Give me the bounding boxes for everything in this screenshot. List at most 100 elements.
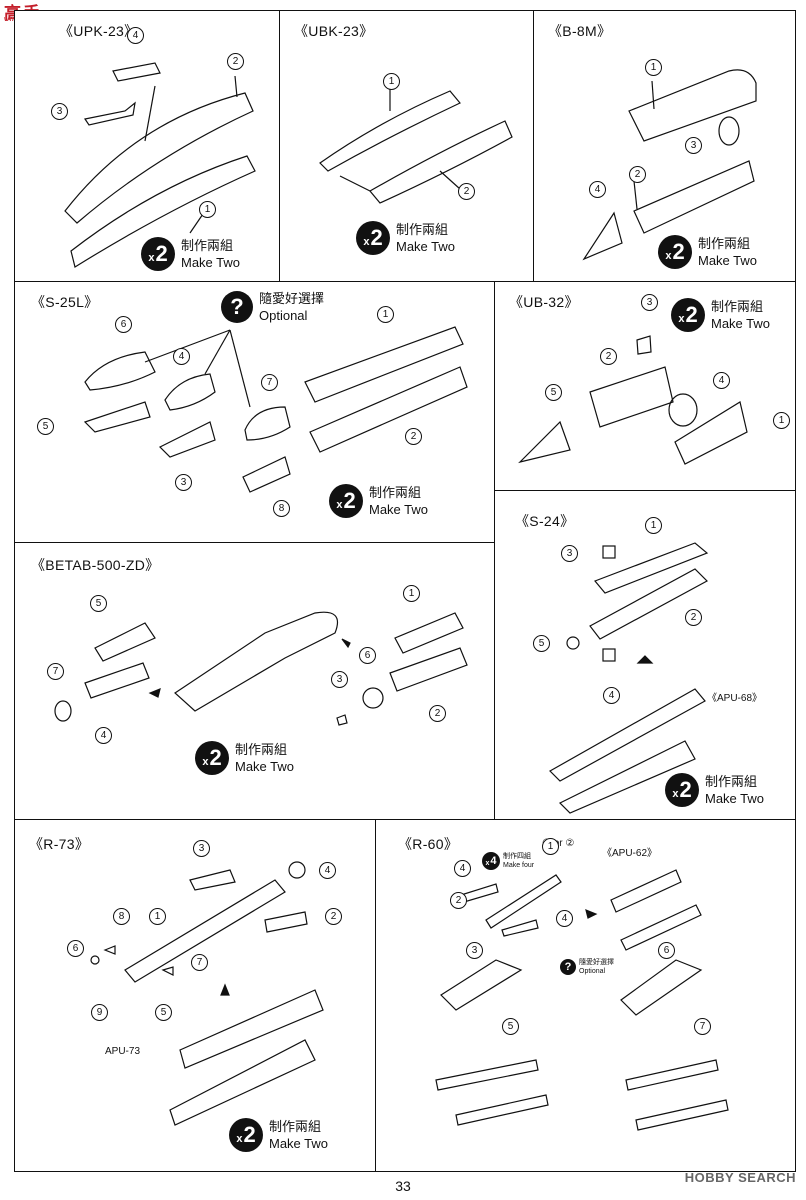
make-two-en: Make Two (235, 759, 295, 774)
callout-4a: 4 (454, 860, 471, 877)
s-25l-drawing (83, 326, 468, 493)
callout-6: 6 (115, 316, 132, 333)
optional-zh: 隨愛好選擇 (259, 291, 325, 306)
panel-title: 《UB-32》 (509, 294, 579, 310)
make-two-en: Make Two (181, 255, 241, 270)
hobby-search-logo: HOBBY SEARCH (684, 1170, 796, 1185)
callout-7: 7 (261, 374, 278, 391)
callout-1: 1 (149, 908, 166, 925)
callout-3: 3 (641, 294, 658, 311)
make-two-en: Make Two (698, 253, 758, 268)
question-icon: ? (221, 291, 253, 323)
callout-7: 7 (191, 954, 208, 971)
make-two-zh: 制作兩組 (698, 236, 751, 251)
make-two-en: Make Two (369, 502, 429, 517)
make-two-zh: 制作兩組 (235, 742, 288, 757)
callout-3: 3 (466, 942, 483, 959)
optional-zh: 隨愛好選擇 (579, 959, 614, 966)
callout-2: 2 (458, 183, 475, 200)
apu-62-label: 《APU-62》 (602, 848, 658, 859)
callout-8: 8 (273, 500, 290, 517)
panel-title: 《R-60》 (398, 836, 459, 852)
callout-8: 8 (113, 908, 130, 925)
s-24-drawing (549, 542, 709, 814)
callout-2: 2 (227, 53, 244, 70)
make-two-zh: 制作兩組 (369, 485, 422, 500)
make-four-en: Make four (503, 862, 535, 869)
make-two-en: Make Two (269, 1136, 329, 1151)
callout-9: 9 (91, 1004, 108, 1021)
make-two-zh: 制作兩組 (269, 1119, 322, 1134)
callout-2: 2 (450, 892, 467, 909)
panel-title: 《S-25L》 (31, 294, 99, 310)
ubk-23-drawing (319, 89, 513, 204)
make-two-en: Make Two (705, 791, 765, 806)
question-icon: ? (560, 959, 576, 975)
panel-title: 《S-24》 (515, 513, 575, 529)
callout-4: 4 (95, 727, 112, 744)
callout-1: 1 (542, 838, 559, 855)
r-60-drawing (435, 869, 729, 1131)
callout-1: 1 (199, 201, 216, 218)
panel-title: 《B-8M》 (548, 23, 612, 39)
callout-5: 5 (155, 1004, 172, 1021)
callout-4: 4 (603, 687, 620, 704)
callout-1: 1 (383, 73, 400, 90)
callout-7: 7 (694, 1018, 711, 1035)
callout-1: 1 (377, 306, 394, 323)
callout-2: 2 (405, 428, 422, 445)
ub-32-drawing (518, 335, 748, 465)
panel-title: 《R-73》 (29, 836, 90, 852)
make-two-zh: 制作兩組 (396, 222, 449, 237)
optional-en: Optional (259, 308, 308, 323)
make-two-zh: 制作兩組 (181, 238, 234, 253)
make-two-en: Make Two (396, 239, 456, 254)
optional-badge: ? 隨愛好選擇 Optional (560, 958, 614, 976)
callout-3: 3 (175, 474, 192, 491)
panel-title: 《UBK-23》 (294, 23, 374, 39)
make-two-zh: 制作兩組 (711, 299, 764, 314)
callout-4b: 4 (556, 910, 573, 927)
betab-drawing (54, 611, 468, 726)
callout-1: 1 (773, 412, 790, 429)
callout-6: 6 (658, 942, 675, 959)
optional-en: Optional (579, 968, 606, 975)
callout-1: 1 (645, 517, 662, 534)
callout-2: 2 (629, 166, 646, 183)
callout-5: 5 (90, 595, 107, 612)
callout-3: 3 (561, 545, 578, 562)
callout-1: 1 (645, 59, 662, 76)
apu-68-label: 《APU-68》 (707, 693, 763, 704)
callout-3: 3 (193, 840, 210, 857)
callout-1: 1 (403, 585, 420, 602)
make-two-en: Make Two (711, 316, 771, 331)
callout-2: 2 (600, 348, 617, 365)
optional-badge: ? 隨愛好選擇 Optional (221, 290, 324, 324)
callout-4: 4 (319, 862, 336, 879)
make-two-zh: 制作兩組 (705, 774, 758, 789)
panel-title: 《UPK-23》 (59, 23, 139, 39)
callout-4: 4 (173, 348, 190, 365)
r-73-drawing (90, 861, 324, 1126)
page-number: 33 (395, 1178, 411, 1194)
